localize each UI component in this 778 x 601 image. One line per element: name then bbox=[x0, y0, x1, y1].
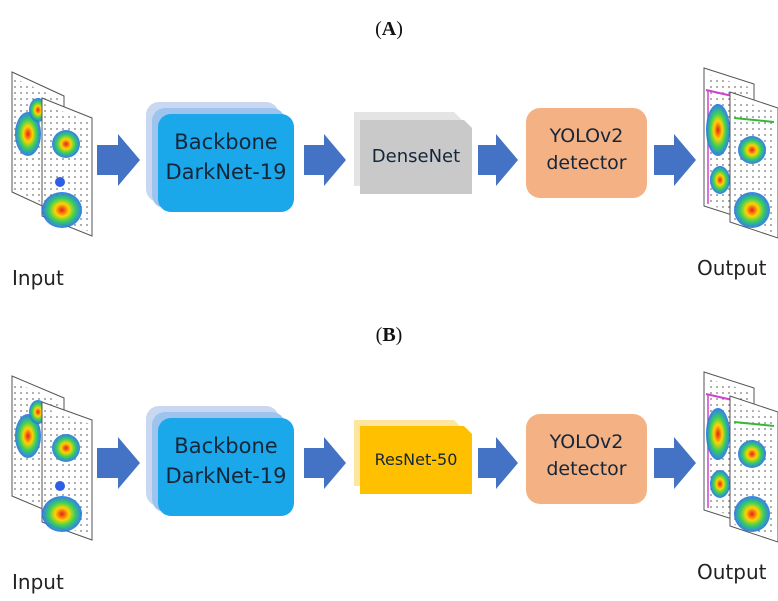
detector-subtitle: detector bbox=[546, 458, 627, 480]
panel-b: (B) bbox=[0, 300, 778, 600]
arrow-right-icon bbox=[654, 134, 696, 186]
panel-label: (B) bbox=[375, 324, 403, 346]
arrow-right-icon bbox=[304, 134, 346, 186]
backbone-block bbox=[146, 102, 294, 212]
panel-label: (A) bbox=[375, 18, 403, 40]
output-label: Output bbox=[697, 560, 767, 584]
detector-block bbox=[526, 414, 647, 504]
detector-title: YOLOv2 bbox=[549, 431, 624, 453]
output-image-stack bbox=[703, 371, 778, 543]
backbone-title: Backbone bbox=[174, 434, 278, 458]
heatmap-sheet-icon bbox=[41, 401, 93, 541]
middle-block-label: DenseNet bbox=[371, 146, 461, 167]
flow-diagram bbox=[11, 371, 778, 543]
backbone-subtitle: DarkNet-19 bbox=[165, 160, 287, 184]
arrow-right-icon bbox=[478, 437, 518, 489]
arrow-right-icon bbox=[97, 437, 140, 489]
input-image-stack bbox=[11, 375, 93, 541]
panel-a: (A) bbox=[0, 0, 778, 300]
arrow-right-icon bbox=[304, 437, 346, 489]
middle-block bbox=[354, 112, 472, 194]
middle-block bbox=[354, 420, 472, 494]
arrow-right-icon bbox=[97, 134, 140, 186]
backbone-block bbox=[146, 406, 294, 516]
output-image-stack bbox=[703, 67, 778, 239]
arrow-right-icon bbox=[478, 134, 518, 186]
output-label: Output bbox=[697, 256, 767, 280]
heatmap-sheet-icon bbox=[729, 91, 778, 239]
input-label: Input bbox=[12, 570, 64, 594]
middle-block-label: ResNet-50 bbox=[374, 450, 458, 469]
backbone-title: Backbone bbox=[174, 130, 278, 154]
input-image-stack bbox=[11, 71, 93, 237]
detector-title: YOLOv2 bbox=[549, 125, 624, 147]
flow-diagram bbox=[11, 67, 778, 239]
heatmap-sheet-icon bbox=[41, 97, 93, 237]
arrow-right-icon bbox=[654, 437, 696, 489]
input-label: Input bbox=[12, 266, 64, 290]
backbone-subtitle: DarkNet-19 bbox=[165, 464, 287, 488]
heatmap-sheet-icon bbox=[729, 395, 778, 543]
detector-subtitle: detector bbox=[546, 152, 627, 174]
detector-block bbox=[526, 108, 647, 198]
